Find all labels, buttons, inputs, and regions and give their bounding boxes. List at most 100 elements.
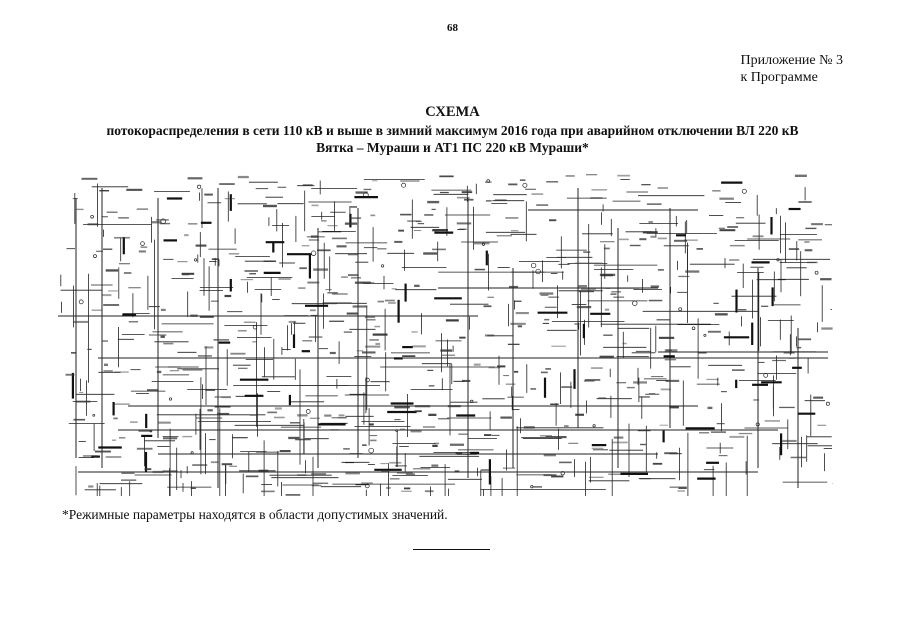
schematic-label-mark [617,174,630,177]
schematic-label-mark [574,323,580,325]
schematic-label-mark [412,345,426,348]
schematic-label-mark [237,330,247,332]
schematic-label-mark [187,177,203,180]
schematic-label-mark [302,340,313,342]
schematic-label-mark [261,490,275,493]
schematic-label-mark [364,315,376,319]
schematic-label-mark [449,443,464,446]
schematic-label-mark [394,406,410,409]
schematic-label-mark [355,191,368,194]
schematic-label-mark [106,211,118,213]
schematic-label-mark [657,269,664,271]
schematic-label-mark [377,248,387,250]
schematic-labels [65,174,833,496]
schematic-label-mark [118,263,130,265]
schematic-label-mark [204,346,214,349]
end-rule [413,549,490,550]
schematic-label-mark [646,203,662,205]
schematic-label-mark [211,258,219,260]
schematic-label-mark [782,439,797,442]
schematic-label-mark [591,189,608,191]
schematic-label-mark [87,348,92,350]
schematic-label-mark [438,418,450,420]
schematic-label-mark [114,236,130,239]
schematic-label-mark [483,305,492,308]
schematic-label-mark [805,227,817,230]
schematic-node [535,268,541,275]
schematic-label-mark [229,465,238,467]
schematic-label-mark [312,482,329,484]
schematic-label-mark [665,379,680,382]
schematic-label-mark [585,379,601,381]
schematic-label-mark [252,341,257,343]
schematic-label-mark [365,345,381,348]
schematic-label-mark [790,456,807,459]
schematic-label-mark [130,421,138,423]
schematic-label-mark [138,430,152,432]
schematic-label-mark [114,371,129,373]
schematic-label-mark [531,193,544,195]
schematic-label-mark [674,239,688,242]
schematic-label-mark [648,221,653,223]
schematic-label-mark [103,248,113,250]
schematic-label-mark [427,200,440,204]
schematic-label-mark [565,175,575,177]
schematic-label-mark [651,376,664,378]
schematic-label-mark [578,290,594,293]
schematic-label-mark [591,367,603,369]
schematic-label-mark [796,346,802,349]
schematic-label-mark [184,234,189,237]
schematic-label-mark [804,249,813,252]
schematic-label-mark [502,467,516,469]
schematic-label-mark [455,452,463,454]
schematic-label-mark [568,442,579,444]
schematic-label-mark [447,405,461,408]
schematic-label-mark [177,261,188,263]
schematic-label-mark [807,261,818,264]
schematic-label-mark [454,470,460,473]
schematic-label-mark [325,289,332,291]
schematic-label-mark [578,285,587,288]
schematic-label-mark [310,314,319,317]
schematic-label-mark [417,223,425,225]
schematic-label-mark [159,222,171,225]
schematic-label-mark [151,221,162,224]
schematic-label-mark [428,413,437,416]
schematic-label-mark [375,342,381,345]
schematic-label-mark [91,309,102,311]
schematic-label-mark [599,355,614,358]
schematic-label-mark [187,223,198,225]
schematic-label-mark [664,359,677,361]
schematic-label-mark [729,244,745,247]
schematic-label-mark [128,321,139,323]
schematic-label-mark [497,365,506,368]
schematic-label-mark [640,443,646,446]
schematic-label-mark [545,368,551,370]
schematic-label-mark [182,274,190,276]
schematic-label-mark [369,435,378,437]
schematic-label-mark [772,359,786,362]
schematic-label-mark [540,371,548,374]
schematic-label-mark [243,321,256,323]
schematic-label-mark [637,430,651,432]
schematic-label-mark [453,380,465,382]
schematic-label-mark [113,417,118,420]
schematic-label-mark [678,275,690,278]
schematic-label-mark [114,403,130,405]
schematic-label-mark [432,229,448,232]
schematic-label-mark [274,416,285,419]
schematic-label-mark [505,383,516,385]
schematic-node [92,413,96,417]
schematic-label-mark [696,248,703,250]
schematic-label-mark [639,238,647,241]
appendix-line-2: к Программе [740,70,818,85]
schematic-label-mark [263,260,277,262]
schematic-node [194,258,198,262]
schematic-label-mark [432,248,446,251]
schematic-label-mark [321,220,327,222]
schematic-label-mark [156,219,169,221]
schematic-label-mark [753,399,760,401]
schematic-label-mark [298,287,306,289]
schematic-label-mark [639,478,651,480]
schematic-label-mark [330,429,340,431]
